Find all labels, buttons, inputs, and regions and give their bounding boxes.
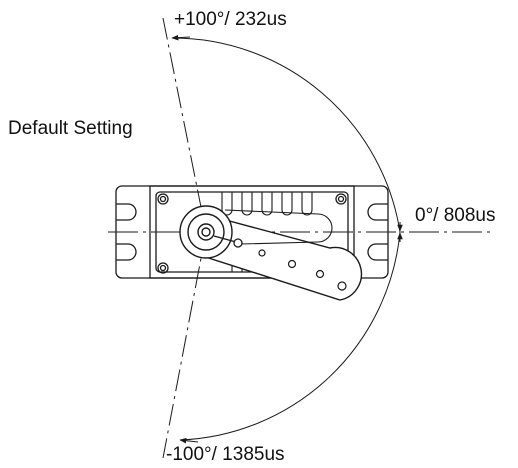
horn-slot — [224, 209, 333, 245]
rotation-range-arc — [171, 37, 401, 441]
hub-link-end — [233, 238, 243, 248]
zero-label: 0°/ 808us — [415, 205, 496, 226]
horn-hub — [179, 205, 233, 259]
arrow-minus100 — [179, 437, 199, 444]
hub-link — [213, 235, 237, 243]
default-setting-label: Default Setting — [8, 118, 133, 139]
arrow-plus100 — [171, 34, 191, 41]
plus100-direction-line — [162, 17, 207, 233]
minus-100-label: -100°/ 1385us — [166, 444, 285, 465]
minus100-direction-line — [162, 231, 207, 459]
plus-100-label: +100°/ 232us — [174, 9, 287, 30]
servo-body — [115, 185, 389, 279]
horn-holes — [258, 249, 347, 291]
